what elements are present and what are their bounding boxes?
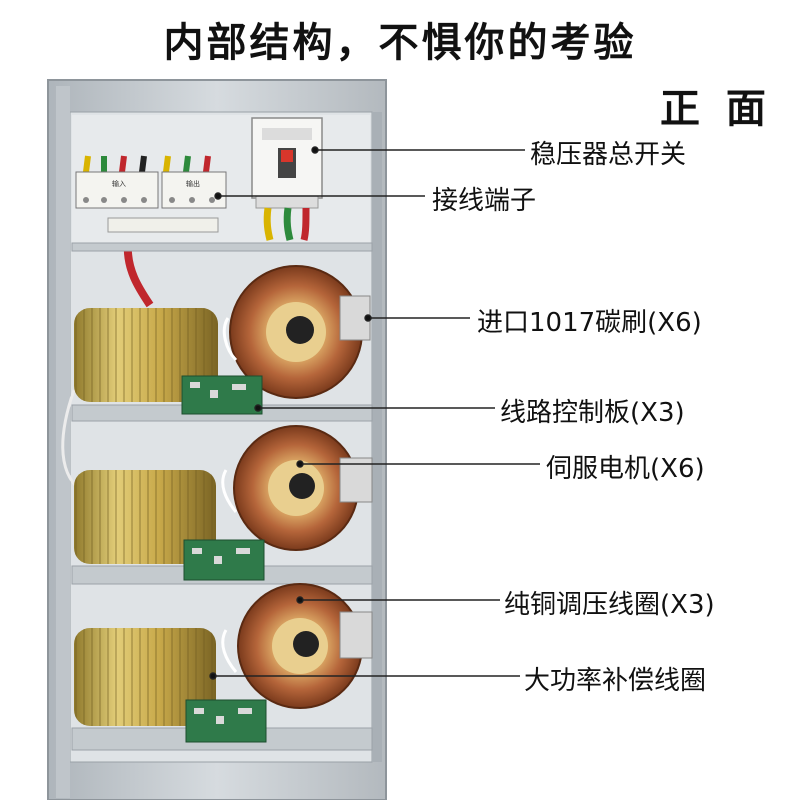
page-title: 内部结构，不惧你的考验 <box>163 20 637 66</box>
terminal-input-label: 输入 <box>112 179 126 188</box>
main-switch <box>251 117 323 209</box>
callout-compensation-coil: 大功率补偿线圈 <box>524 666 707 696</box>
control-board-2 <box>183 539 265 581</box>
servo-motor-2 <box>339 457 373 503</box>
callout-copper-coil: 纯铜调压线圈(X3) <box>504 590 715 620</box>
terminal-block: 输入 输出 <box>75 171 227 209</box>
instruction-plate <box>107 217 219 233</box>
callout-control-board: 线路控制板(X3) <box>500 398 685 428</box>
switch-output-wires <box>263 207 310 241</box>
control-board-1 <box>181 375 263 415</box>
front-view-label: 正 面 <box>660 86 772 132</box>
stage-3 <box>74 583 373 743</box>
stage-1 <box>74 265 371 415</box>
input-wires <box>83 155 211 173</box>
stage-2 <box>74 425 373 581</box>
terminal-output-label: 输出 <box>186 179 200 188</box>
carbon-brush-3 <box>339 611 373 659</box>
callout-main-switch: 稳压器总开关 <box>530 140 687 170</box>
callout-servo-motor: 伺服电机(X6) <box>546 454 705 484</box>
callout-carbon-brush: 进口1017碳刷(X6) <box>477 308 702 338</box>
callout-terminal: 接线端子 <box>432 186 537 216</box>
control-board-3 <box>185 699 267 743</box>
leader-lines <box>209 146 540 680</box>
